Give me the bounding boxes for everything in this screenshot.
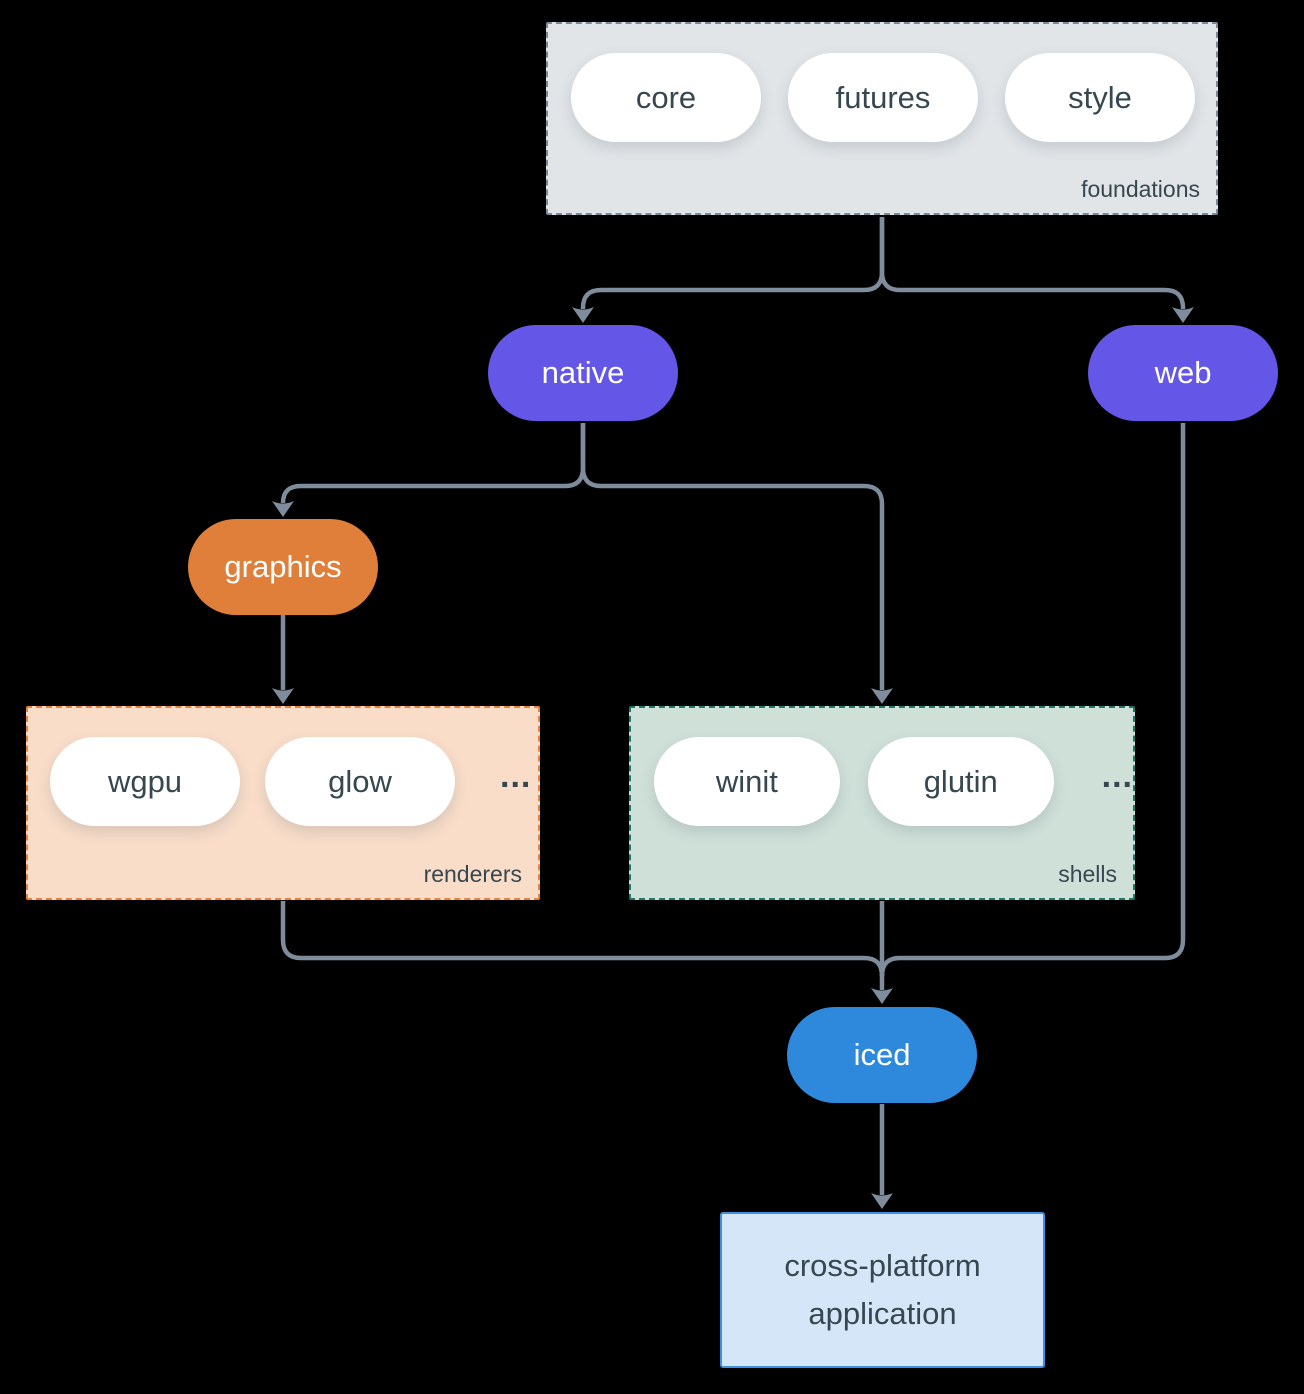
edge-foundations-web (879, 217, 1186, 311)
group-label-renderers: renderers (423, 861, 522, 887)
pill-glutin: glutin (867, 737, 1054, 826)
arrowhead-application (871, 1193, 893, 1209)
application-box: cross-platform application (720, 1212, 1045, 1368)
group-label-foundations: foundations (1081, 176, 1200, 202)
shells-pill-row: winit glutin ... (631, 708, 1133, 826)
pill-glow: glow (265, 737, 455, 826)
renderers-pill-row: wgpu glow ... (28, 708, 538, 826)
pill-futures: futures (788, 53, 978, 142)
node-web: web (1088, 325, 1278, 421)
edge-foundations-native (580, 217, 885, 311)
pill-winit: winit (654, 737, 840, 826)
arrowhead-web (1172, 307, 1194, 323)
arrowhead-iced (871, 988, 893, 1004)
renderers-ellipsis: ... (500, 757, 532, 795)
pill-core: core (571, 53, 761, 142)
arrowhead-renderers (272, 688, 294, 704)
group-label-shells: shells (1058, 861, 1117, 887)
edge-native-shells (580, 423, 885, 690)
arrowhead-shells (871, 688, 893, 704)
group-renderers: wgpu glow ... renderers (26, 706, 540, 900)
foundations-pill-row: core futures style (548, 24, 1216, 142)
arrowhead-native (572, 307, 594, 323)
group-shells: winit glutin ... shells (629, 706, 1135, 900)
group-foundations: core futures style foundations (546, 22, 1218, 215)
pill-style: style (1005, 53, 1195, 142)
edge-native-graphics (280, 423, 586, 504)
node-iced: iced (787, 1007, 977, 1103)
node-native: native (488, 325, 678, 421)
arrowhead-graphics (272, 501, 294, 517)
node-graphics: graphics (188, 519, 378, 615)
pill-wgpu: wgpu (50, 737, 240, 826)
shells-ellipsis: ... (1101, 757, 1133, 795)
edge-renderers-iced (280, 901, 885, 977)
